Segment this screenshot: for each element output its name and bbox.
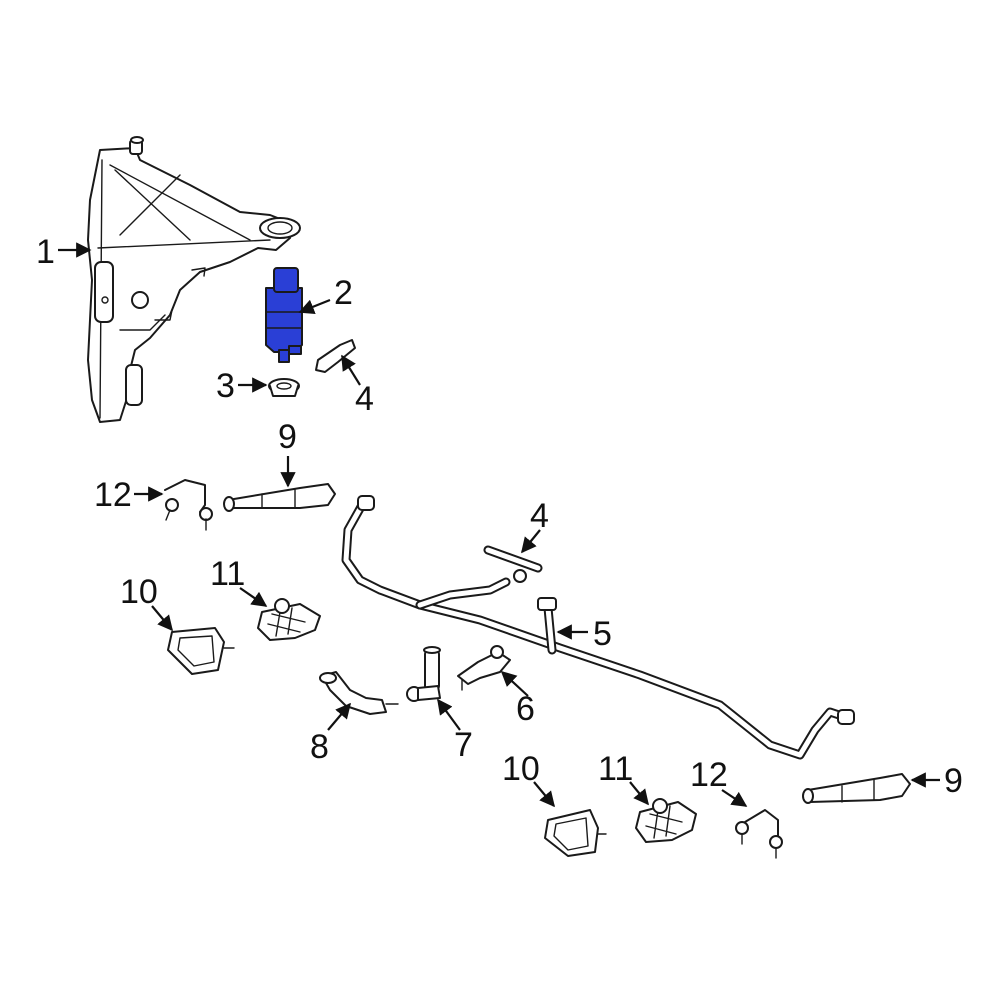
nozzle-cover-left[interactable]: [167, 627, 235, 675]
callout-1: 1: [36, 233, 55, 271]
washer-pump[interactable]: [265, 267, 303, 363]
callout-4-mid: 4: [530, 497, 549, 535]
callouts: 1 2 3 4 9 12 4 10 11 5 6 8 7 10 11 12 9: [36, 233, 963, 808]
nozzle-cover-right[interactable]: [544, 809, 607, 857]
callout-3: 3: [216, 367, 235, 405]
angled-hose[interactable]: [319, 671, 399, 715]
clips-left[interactable]: [164, 479, 213, 531]
callout-4-top: 4: [355, 380, 374, 418]
bracket-right[interactable]: [635, 798, 697, 843]
clips-right[interactable]: [735, 809, 783, 859]
hose-small-mid[interactable]: [483, 545, 543, 583]
grommet[interactable]: [268, 378, 300, 397]
callout-2: 2: [334, 274, 353, 312]
main-hose[interactable]: [341, 495, 855, 760]
connector-tube[interactable]: [537, 597, 557, 655]
callout-10-left: 10: [120, 573, 158, 611]
nozzle-left[interactable]: [223, 483, 336, 512]
bracket-left[interactable]: [257, 598, 321, 641]
callout-6: 6: [516, 690, 535, 728]
t-connector[interactable]: [457, 645, 511, 691]
washer-reservoir[interactable]: [87, 136, 301, 423]
check-valve[interactable]: [406, 646, 441, 702]
callout-9-right: 9: [944, 762, 963, 800]
nozzle-right[interactable]: [802, 773, 911, 804]
callout-12-left: 12: [94, 476, 132, 514]
callout-10-right: 10: [502, 750, 540, 788]
callout-9-top: 9: [278, 418, 297, 456]
callout-8: 8: [310, 728, 329, 766]
callout-5: 5: [593, 615, 612, 653]
callout-11-left: 11: [210, 555, 245, 593]
callout-11-right: 11: [598, 750, 633, 788]
callout-12-right: 12: [690, 756, 728, 794]
callout-7: 7: [454, 726, 473, 764]
